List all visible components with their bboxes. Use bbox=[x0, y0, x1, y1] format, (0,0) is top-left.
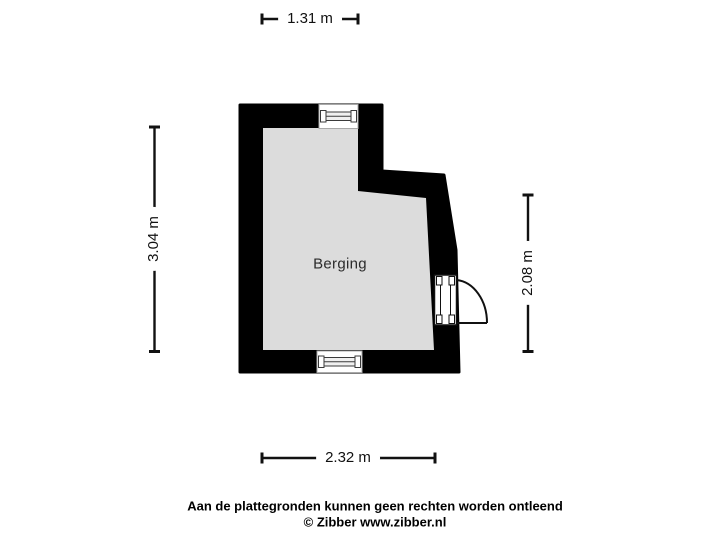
room-label: Berging bbox=[313, 255, 367, 273]
dim-label-right: 2.08 m bbox=[518, 241, 538, 305]
window-top bbox=[318, 104, 359, 129]
dim-label-left: 3.04 m bbox=[144, 207, 164, 271]
door-swing-arc bbox=[456, 279, 489, 324]
footer: Aan de plattegronden kunnen geen rechten… bbox=[187, 499, 563, 530]
floor-area bbox=[263, 128, 434, 350]
door-right bbox=[433, 274, 458, 326]
window-bottom bbox=[316, 350, 363, 373]
disclaimer-text: Aan de plattegronden kunnen geen rechten… bbox=[187, 498, 563, 514]
dim-label-bottom: 2.32 m bbox=[316, 448, 380, 468]
copyright-text: © Zibber www.zibber.nl bbox=[303, 514, 447, 529]
dim-label-top: 1.31 m bbox=[278, 9, 342, 29]
